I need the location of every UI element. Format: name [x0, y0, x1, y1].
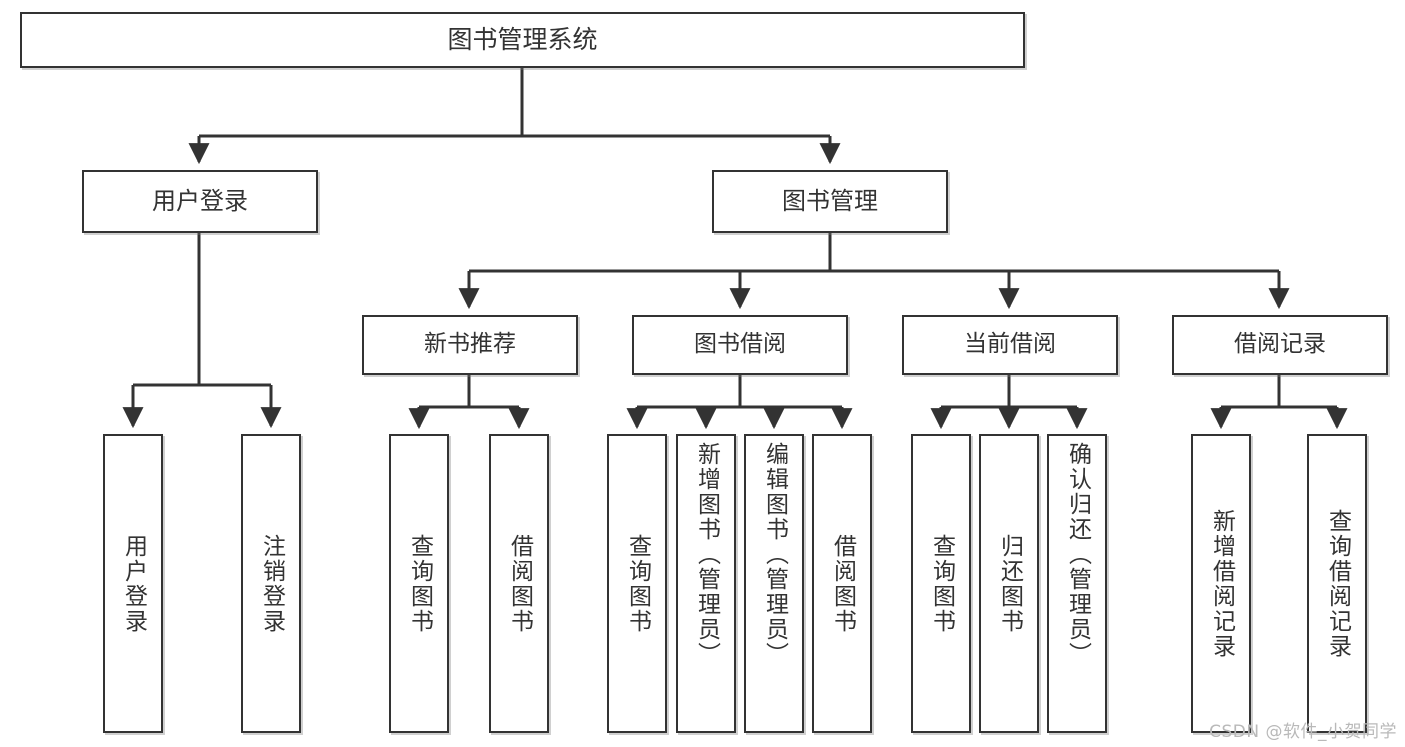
leaf-query-book-1[interactable]: 查询图书	[389, 434, 449, 733]
leaf-query-borrow-record-label: 查询借阅记录	[1324, 508, 1351, 659]
node-new-book-recommendation[interactable]: 新书推荐	[362, 315, 578, 375]
leaf-query-book-1-label: 查询图书	[406, 533, 433, 634]
node-borrowing-record[interactable]: 借阅记录	[1172, 315, 1388, 375]
leaf-logout-login-label: 注销登录	[258, 533, 285, 634]
node-current-borrowing[interactable]: 当前借阅	[902, 315, 1118, 375]
node-current-borrowing-label: 当前借阅	[964, 331, 1056, 358]
node-book-management-label: 图书管理	[782, 187, 878, 216]
leaf-borrow-book-1-label: 借阅图书	[506, 533, 533, 634]
leaf-confirm-return-label: 确认归还（管理员）	[1064, 442, 1091, 667]
leaf-borrow-book-2-label: 借阅图书	[829, 533, 856, 634]
leaf-borrow-book-1[interactable]: 借阅图书	[489, 434, 549, 733]
node-book-management[interactable]: 图书管理	[712, 170, 948, 233]
leaf-query-book-2-label: 查询图书	[624, 533, 651, 634]
node-book-borrowing[interactable]: 图书借阅	[632, 315, 848, 375]
leaf-borrow-book-2[interactable]: 借阅图书	[812, 434, 872, 733]
leaf-query-borrow-record[interactable]: 查询借阅记录	[1307, 434, 1367, 733]
node-book-borrowing-label: 图书借阅	[694, 331, 786, 358]
leaf-query-book-3[interactable]: 查询图书	[911, 434, 971, 733]
leaf-query-book-3-label: 查询图书	[928, 533, 955, 634]
leaf-return-book[interactable]: 归还图书	[979, 434, 1039, 733]
leaf-add-book[interactable]: 新增图书（管理员）	[676, 434, 736, 733]
leaf-add-book-label: 新增图书（管理员）	[693, 442, 720, 667]
node-borrowing-record-label: 借阅记录	[1234, 331, 1326, 358]
node-root-label: 图书管理系统	[447, 25, 598, 55]
node-new-book-recommendation-label: 新书推荐	[424, 331, 516, 358]
leaf-add-borrow-record[interactable]: 新增借阅记录	[1191, 434, 1251, 733]
node-user-login-label: 用户登录	[152, 187, 248, 216]
leaf-confirm-return[interactable]: 确认归还（管理员）	[1047, 434, 1107, 733]
leaf-user-login-label: 用户登录	[120, 533, 147, 634]
leaf-edit-book-label: 编辑图书（管理员）	[761, 442, 788, 667]
leaf-query-book-2[interactable]: 查询图书	[607, 434, 667, 733]
leaf-user-login[interactable]: 用户登录	[103, 434, 163, 733]
leaf-add-borrow-record-label: 新增借阅记录	[1208, 508, 1235, 659]
node-user-login[interactable]: 用户登录	[82, 170, 318, 233]
leaf-logout-login[interactable]: 注销登录	[241, 434, 301, 733]
leaf-return-book-label: 归还图书	[996, 533, 1023, 634]
leaf-edit-book[interactable]: 编辑图书（管理员）	[744, 434, 804, 733]
node-root-book-management-system[interactable]: 图书管理系统	[20, 12, 1025, 68]
